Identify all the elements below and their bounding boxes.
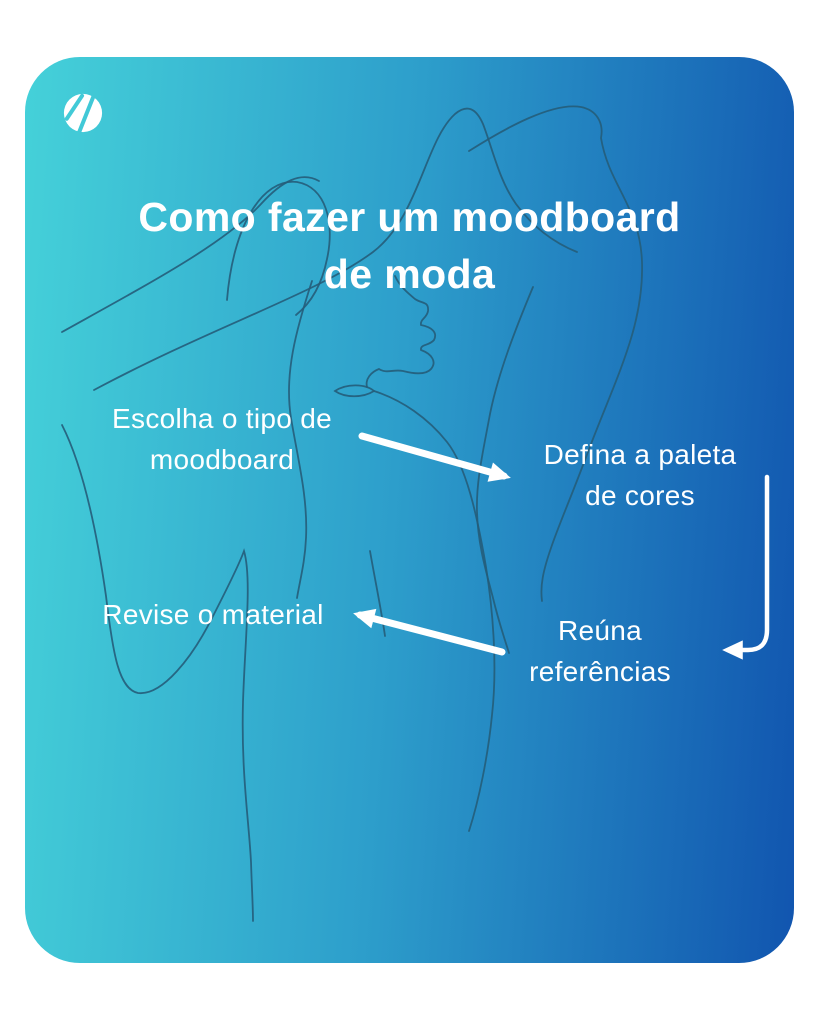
step-label-line: Revise o material [102,599,324,630]
page-title: Como fazer um moodboard de moda [25,189,794,303]
step-gather-references: Reúna referências [529,610,671,692]
step-label-line: Reúna [557,615,642,646]
title-line-1: Como fazer um moodboard [138,194,681,240]
title-line-2: de moda [323,251,496,297]
step-choose-moodboard-type: Escolha o tipo de moodboard [112,398,332,480]
card: Como fazer um moodboard de moda Escolha … [25,57,794,963]
step-label-line: Escolha o tipo de [112,403,332,434]
step-review-material: Revise o material [102,594,323,635]
step-label-line: referências [529,656,671,687]
arrow-step1-to-step2 [358,432,511,482]
arrow-step2-to-step3 [722,474,770,660]
step-define-color-palette: Defina a paleta de cores [544,434,737,516]
step-label-line: Defina a paleta [543,439,737,470]
brand-logo [62,92,104,134]
step-label-line: de cores [585,480,695,511]
flow-arrows [353,432,770,660]
arrow-step3-to-step4 [353,608,506,656]
a-mark-icon [63,93,103,133]
step-label-line: moodboard [149,444,295,475]
woman-line-art-illustration [61,105,643,922]
